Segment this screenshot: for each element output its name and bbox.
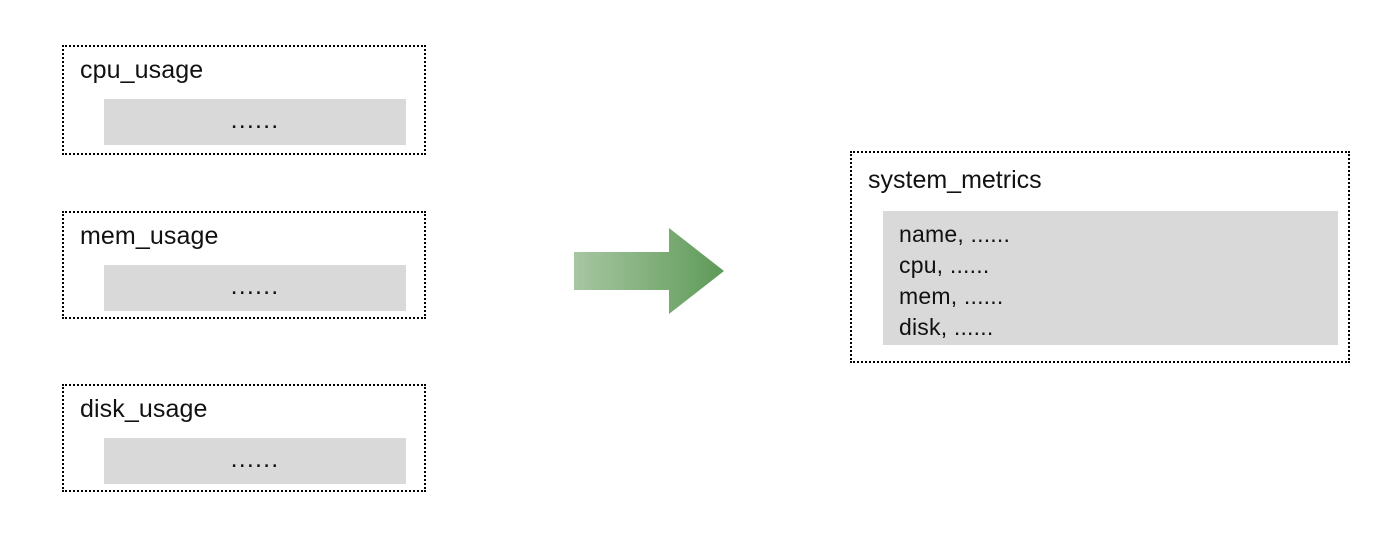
source-box-disk-usage[interactable]: disk_usage ...... [62, 384, 426, 492]
source-box-cpu-usage[interactable]: cpu_usage ...... [62, 45, 426, 155]
ellipsis-placeholder: ...... [230, 272, 280, 300]
right-arrow-icon [572, 226, 726, 316]
ellipsis-placeholder: ...... [230, 106, 280, 134]
target-box-title: system_metrics [868, 166, 1042, 194]
ellipsis-placeholder: ...... [230, 445, 280, 473]
source-box-content-panel: ...... [104, 438, 406, 484]
source-box-mem-usage[interactable]: mem_usage ...... [62, 211, 426, 319]
source-box-title: disk_usage [80, 395, 208, 423]
source-box-content-panel: ...... [104, 265, 406, 311]
source-box-content-panel: ...... [104, 99, 406, 145]
target-box-system-metrics[interactable]: system_metrics name, ...... cpu, ...... … [850, 151, 1350, 363]
target-field-row: cpu, ...... [899, 252, 990, 278]
target-field-row: disk, ...... [899, 314, 994, 340]
source-box-title: cpu_usage [80, 56, 204, 84]
source-box-title: mem_usage [80, 222, 219, 250]
target-field-row: name, ...... [899, 221, 1011, 247]
target-field-row: mem, ...... [899, 283, 1004, 309]
target-box-content-panel: name, ...... cpu, ...... mem, ...... dis… [883, 211, 1338, 345]
